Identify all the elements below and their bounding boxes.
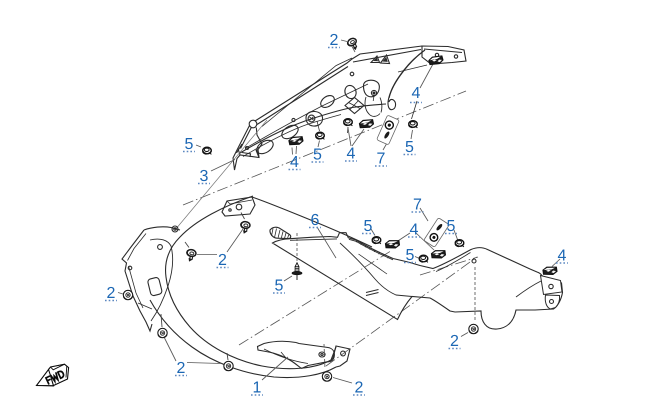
svg-text:5: 5 xyxy=(275,278,284,295)
svg-text:1: 1 xyxy=(253,380,262,397)
svg-text:4: 4 xyxy=(412,85,421,102)
svg-text:4: 4 xyxy=(410,222,419,239)
svg-text:5: 5 xyxy=(313,147,322,164)
svg-text:5: 5 xyxy=(185,136,194,153)
svg-text:4: 4 xyxy=(290,154,299,171)
svg-text:6: 6 xyxy=(311,212,320,229)
svg-text:4: 4 xyxy=(558,248,567,265)
svg-text:7: 7 xyxy=(413,197,422,214)
svg-text:2: 2 xyxy=(330,32,339,49)
svg-text:2: 2 xyxy=(218,252,227,269)
svg-text:4: 4 xyxy=(347,146,356,163)
svg-text:5: 5 xyxy=(406,247,415,264)
svg-text:2: 2 xyxy=(177,360,186,377)
svg-text:3: 3 xyxy=(200,168,209,185)
svg-text:2: 2 xyxy=(450,333,459,350)
svg-text:5: 5 xyxy=(405,139,414,156)
svg-text:2: 2 xyxy=(355,380,364,397)
svg-text:7: 7 xyxy=(377,151,386,168)
svg-text:5: 5 xyxy=(364,218,373,235)
svg-text:5: 5 xyxy=(447,218,456,235)
svg-text:2: 2 xyxy=(107,285,116,302)
